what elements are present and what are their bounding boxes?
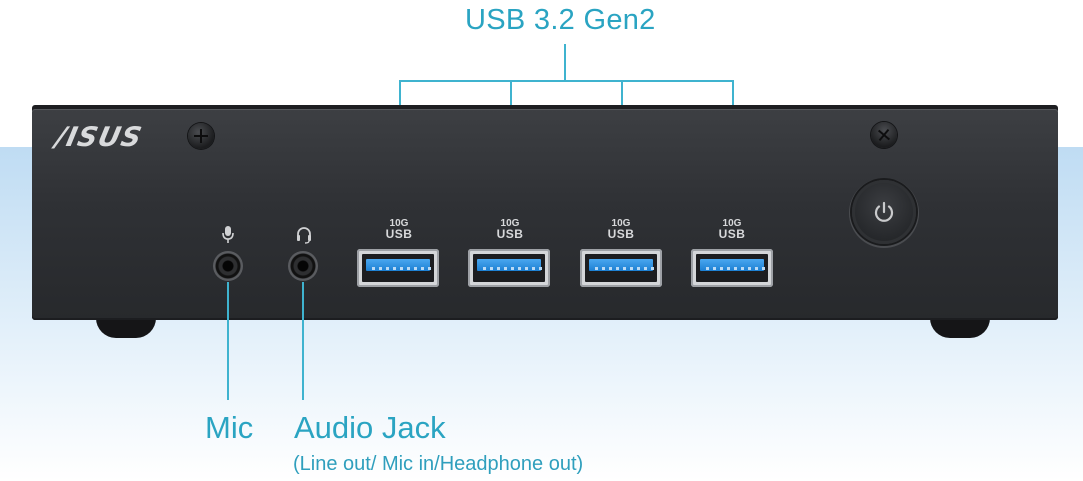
usb-callout-title: USB 3.2 Gen2 — [465, 4, 656, 36]
audio-jack-label: Audio Jack — [294, 410, 446, 445]
mic-jack[interactable] — [213, 251, 243, 281]
usb-port-2[interactable] — [468, 249, 550, 287]
usb-port-3[interactable] — [580, 249, 662, 287]
usb-speed-label: 10G — [389, 218, 409, 229]
usb-port-label: 10G USB — [601, 218, 641, 240]
usb-speed-label: 10G — [722, 218, 742, 229]
usb-callout-bar — [399, 80, 734, 82]
usb-speed-label: 10G — [611, 218, 631, 229]
usb-callout-stem — [564, 44, 566, 81]
screw-icon — [188, 123, 214, 149]
brand-logo: /ISUS — [52, 122, 146, 153]
usb-port-1[interactable] — [357, 249, 439, 287]
power-icon — [874, 201, 894, 222]
usb-speed-label: 10G — [500, 218, 520, 229]
microphone-icon — [220, 226, 236, 244]
audio-callout-line — [302, 282, 304, 400]
headphone-mic-icon — [296, 226, 312, 244]
device-foot-right — [930, 318, 990, 338]
usb-type-label: USB — [718, 227, 746, 241]
usb-type-label: USB — [607, 227, 635, 241]
usb-type-label: USB — [496, 227, 524, 241]
usb-port-label: 10G USB — [490, 218, 530, 240]
usb-port-label: 10G USB — [379, 218, 419, 240]
power-button[interactable] — [852, 180, 916, 244]
audio-jack[interactable] — [288, 251, 318, 281]
usb-port-label: 10G USB — [712, 218, 752, 240]
usb-type-label: USB — [385, 227, 413, 241]
audio-jack-description: (Line out/ Mic in/Headphone out) — [293, 453, 584, 475]
device-foot-left — [96, 318, 156, 338]
usb-port-4[interactable] — [691, 249, 773, 287]
mic-callout-line — [227, 282, 229, 400]
mic-label: Mic — [205, 410, 254, 445]
device-top-edge — [32, 105, 1058, 111]
